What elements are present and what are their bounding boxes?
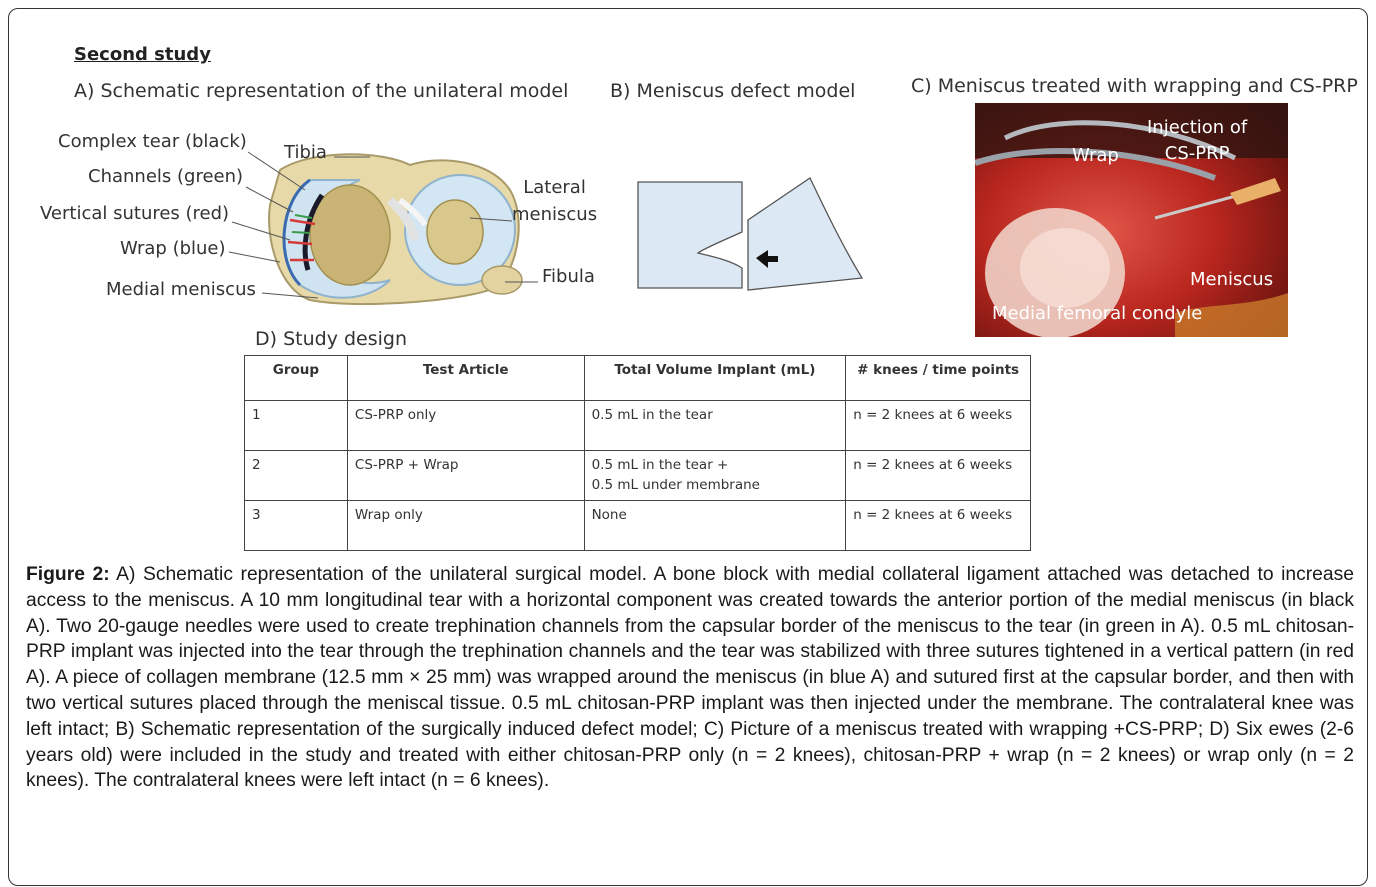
- photo-label-wrap: Wrap: [1072, 145, 1119, 166]
- table-cell: Wrap only: [347, 501, 584, 551]
- caption-text: A) Schematic representation of the unila…: [26, 564, 1354, 791]
- table-cell: 1: [245, 401, 348, 451]
- table-cell: 0.5 mL in the tear + 0.5 mL under membra…: [584, 451, 846, 501]
- panel-b-title: B) Meniscus defect model: [610, 80, 855, 102]
- study-design-table: Group Test Article Total Volume Implant …: [244, 355, 1031, 551]
- table-header-cell: Group: [245, 356, 348, 401]
- figure-caption: Figure 2: A) Schematic representation of…: [26, 562, 1354, 794]
- table-header-cell: # knees / time points: [846, 356, 1031, 401]
- table-cell: 3: [245, 501, 348, 551]
- table-row: 3 Wrap only None n = 2 knees at 6 weeks: [245, 501, 1031, 551]
- table-cell: 0.5 mL in the tear: [584, 401, 846, 451]
- table-header-row: Group Test Article Total Volume Implant …: [245, 356, 1031, 401]
- table-header-cell: Total Volume Implant (mL): [584, 356, 846, 401]
- table-cell: CS-PRP + Wrap: [347, 451, 584, 501]
- table-cell: n = 2 knees at 6 weeks: [846, 501, 1031, 551]
- table-cell: n = 2 knees at 6 weeks: [846, 401, 1031, 451]
- meniscus-defect-diagram: [630, 170, 870, 295]
- photo-label-meniscus: Meniscus: [1190, 269, 1273, 290]
- table-row: 2 CS-PRP + Wrap 0.5 mL in the tear + 0.5…: [245, 451, 1031, 501]
- table-header-cell: Test Article: [347, 356, 584, 401]
- photo-label-condyle: Medial femoral condyle: [992, 303, 1202, 324]
- table-row: 1 CS-PRP only 0.5 mL in the tear n = 2 k…: [245, 401, 1031, 451]
- panel-a-leader-lines: [0, 0, 620, 320]
- table-cell: 2: [245, 451, 348, 501]
- table-cell: None: [584, 501, 846, 551]
- photo-label-injection: Injection of CS-PRP: [1147, 115, 1247, 167]
- panel-d-title: D) Study design: [255, 328, 407, 350]
- table-cell: CS-PRP only: [347, 401, 584, 451]
- caption-label: Figure 2:: [26, 564, 110, 585]
- panel-c-title: C) Meniscus treated with wrapping and CS…: [911, 75, 1358, 97]
- table-cell: n = 2 knees at 6 weeks: [846, 451, 1031, 501]
